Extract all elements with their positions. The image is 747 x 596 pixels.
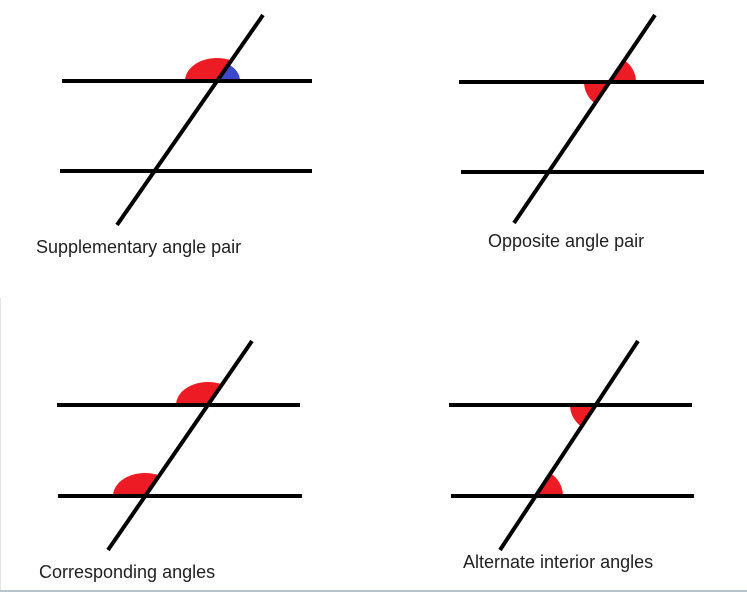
diagram-alternate-interior-angles	[449, 339, 694, 552]
diagram-corresponding-angles	[57, 339, 302, 552]
diagram-supplementary-angle-pair	[60, 13, 312, 227]
transversal-line	[498, 339, 640, 552]
transversal-line	[512, 13, 657, 225]
blue-angle-wedge	[217, 64, 241, 81]
label-alternate-interior-angles: Alternate interior angles	[463, 552, 654, 572]
canvas-left-edge	[0, 298, 1, 592]
canvas-bottom-edge	[0, 590, 747, 592]
label-corresponding-angles: Corresponding angles	[39, 562, 216, 582]
red-angle-wedge-upper	[570, 405, 596, 427]
transversal-line	[106, 339, 254, 552]
red-angle-wedge-lower	[536, 473, 563, 496]
label-supplementary-angle-pair: Supplementary angle pair	[36, 237, 242, 257]
red-angle-wedge-upper	[610, 60, 636, 82]
transversal-line	[115, 13, 265, 227]
red-angle-wedge-lower	[584, 82, 610, 104]
diagram-opposite-angle-pair	[459, 13, 704, 225]
label-opposite-angle-pair: Opposite angle pair	[488, 231, 645, 251]
